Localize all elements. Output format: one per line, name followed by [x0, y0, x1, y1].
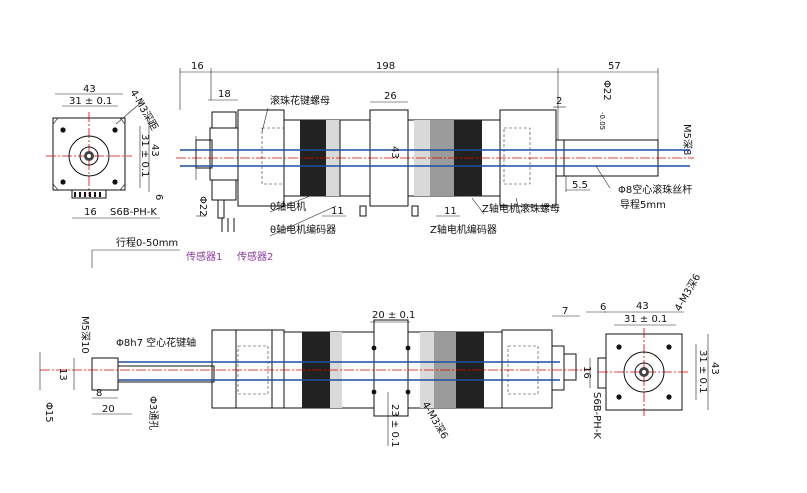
dim-6-right: 6: [600, 302, 606, 313]
through-hole: Φ3通孔: [147, 396, 159, 430]
top-dimension-lines: [179, 68, 659, 140]
dia-22-left: Φ22: [197, 196, 208, 217]
dim-16-left: 16: [191, 61, 204, 72]
leader-lines-top: [91, 107, 611, 268]
label-theta-encoder: θ轴电机编码器: [270, 223, 336, 236]
front-left-bolt-31: 31 ± 0.1: [69, 96, 112, 107]
front-left-bolt-31-v: 31 ± 0.1: [139, 134, 150, 177]
label-sensor-1: 传感器1: [186, 250, 222, 263]
side-43: 43: [389, 146, 400, 159]
dim-26: 26: [384, 91, 397, 102]
label-hollow-screw: Φ8空心滚珠丝杆: [618, 183, 692, 196]
front-right-connector-label: S6B-PH-K: [591, 392, 602, 439]
dim-5-5: 5.5: [572, 180, 588, 191]
front-right-width-43: 43: [636, 301, 649, 312]
dim-7: 7: [562, 306, 568, 317]
label-theta-motor: θ轴电机: [270, 200, 306, 213]
dim-20-01: 20 ± 0.1: [372, 310, 415, 321]
front-right-bolt-31: 31 ± 0.1: [624, 314, 667, 325]
bottom-assembly: [39, 311, 606, 446]
dim-8: 8: [96, 388, 102, 399]
m5-depth-10: M5深10: [79, 316, 91, 354]
label-ball-screw-nut: 滚珠螺母: [520, 202, 560, 215]
front-right-connector-16: 16: [581, 366, 592, 379]
dia-15: Φ15: [43, 402, 54, 423]
dim-6-vertical: 6: [153, 194, 164, 200]
dim-11-b: 11: [444, 206, 457, 217]
top-assembly: [176, 109, 694, 232]
front-view-right: [589, 311, 709, 416]
m5-depth-8: M5深8: [681, 124, 693, 155]
dim-11-a: 11: [331, 206, 344, 217]
dia-22-right: Φ22: [601, 80, 612, 101]
label-ball-spline-nut: 滚珠花键螺母: [270, 94, 330, 107]
label-hollow-spline: Φ8h7 空心花键轴: [116, 336, 196, 349]
front-view-left: [46, 93, 160, 219]
label-z-encoder: Z轴电机编码器: [430, 223, 497, 236]
dim-198: 198: [376, 61, 395, 72]
label-z-motor: Z轴电机: [482, 202, 519, 215]
label-sensor-2: 传感器2: [237, 250, 273, 263]
label-lead: 导程5mm: [620, 199, 666, 211]
label-stroke: 行程0-50mm: [116, 236, 178, 249]
dim-23-01: 23 ± 0.1: [389, 404, 400, 447]
dim-2: 2: [556, 96, 562, 107]
front-right-bolt-31-v: 31 ± 0.1: [697, 350, 708, 393]
front-right-screw-note: 4-M3深6: [672, 272, 703, 314]
dim-20: 20: [102, 404, 115, 415]
front-left-width-43: 43: [83, 84, 96, 95]
dia-22-tol-right: -0.05: [598, 112, 606, 130]
front-left-height-43: 43: [149, 144, 160, 157]
dim-13: 13: [57, 368, 68, 381]
dim-57: 57: [608, 61, 621, 72]
dim-18: 18: [218, 89, 231, 100]
front-left-connector-label: S6B-PH-K: [110, 207, 157, 218]
front-left-connector-16: 16: [84, 207, 97, 218]
front-right-height-43: 43: [709, 362, 720, 375]
